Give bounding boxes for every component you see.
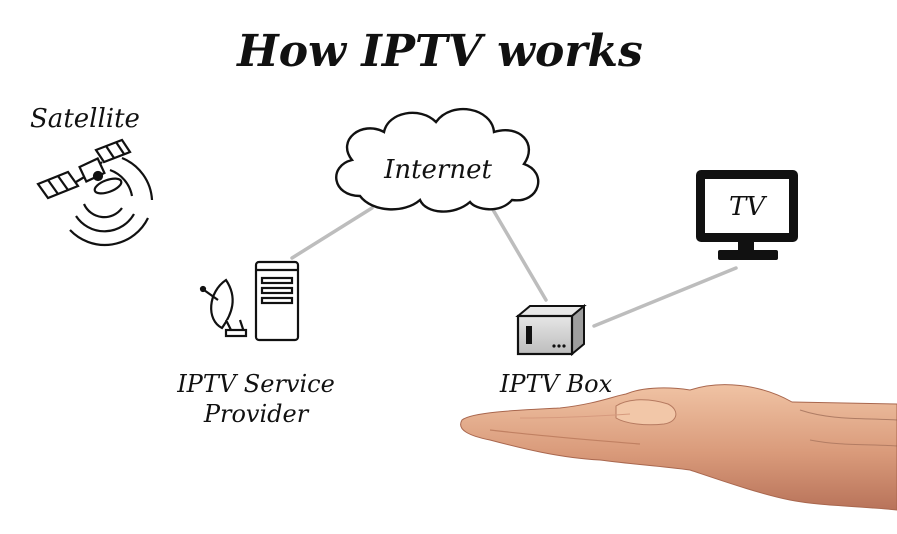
connection-box-tv <box>592 266 738 328</box>
set-top-box-icon <box>515 303 587 357</box>
internet-label: Internet <box>383 155 492 185</box>
connection-provider-internet <box>290 206 374 260</box>
page-title: How IPTV works <box>235 26 643 77</box>
monitor-icon <box>696 170 798 260</box>
connection-internet-box <box>490 206 548 302</box>
server-dish-icon <box>199 260 300 342</box>
iptv-box-label: IPTV Box <box>499 370 613 398</box>
provider-label-line1: IPTV Service <box>176 370 335 398</box>
tv-label: TV <box>729 192 767 222</box>
satellite-icon <box>36 138 154 247</box>
cloud-icon <box>335 107 540 213</box>
satellite-label: Satellite <box>30 104 140 134</box>
hand-image <box>460 384 897 511</box>
provider-label-line2: Provider <box>203 400 310 428</box>
